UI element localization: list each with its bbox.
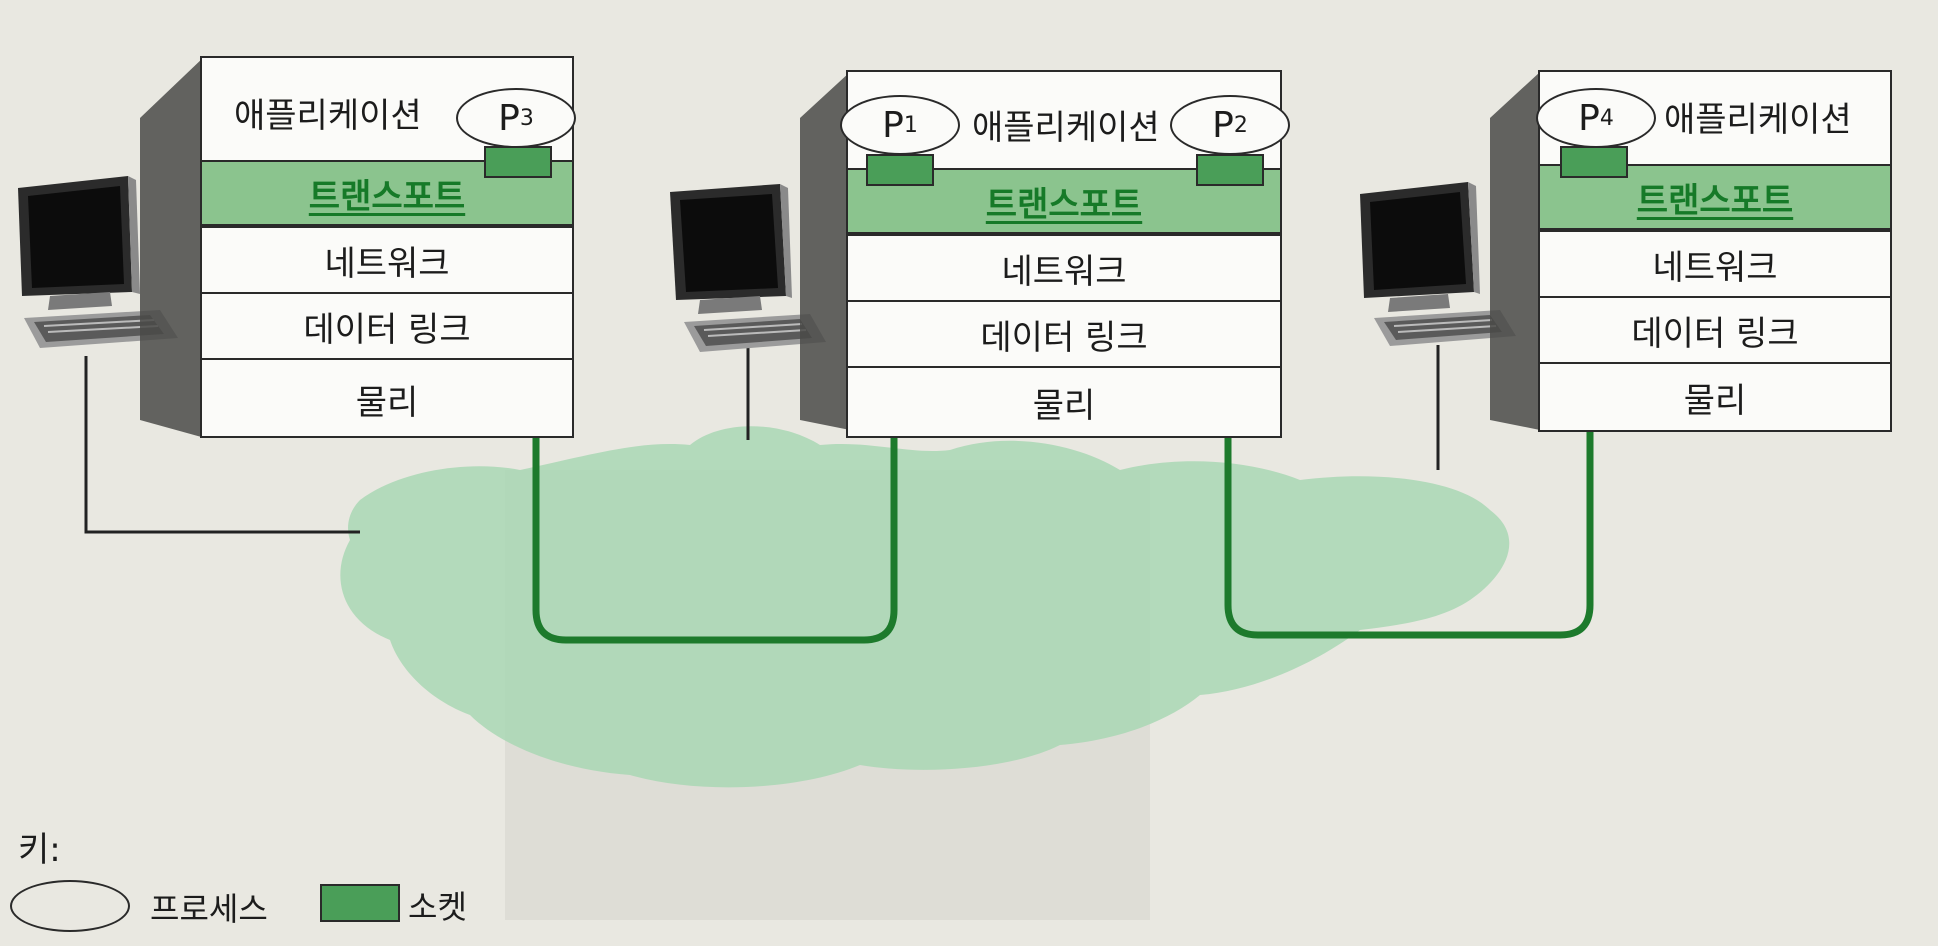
key-process-label: 프로세스 (150, 890, 268, 928)
key-socket-label: 소켓 (408, 888, 467, 926)
socket-p1 (866, 154, 934, 186)
stack-side-3 (1490, 72, 1540, 430)
network-layer: 네트워크 (202, 226, 572, 292)
network-cloud (340, 426, 1510, 788)
data-link-layer: 데이터 링크 (1540, 296, 1890, 362)
transport-layer: 트랜스포트 (202, 160, 572, 226)
physical-layer: 물리 (1540, 362, 1890, 430)
key-process-ellipse (10, 880, 130, 932)
computer-icon-2 (670, 184, 826, 352)
process-label: P (1212, 104, 1234, 146)
data-link-layer: 데이터 링크 (202, 292, 572, 358)
process-subscript: 1 (903, 112, 918, 138)
socket-p2 (1196, 154, 1264, 186)
network-layer: 네트워크 (1540, 230, 1890, 296)
process-subscript: 3 (519, 105, 534, 131)
key-socket-swatch (320, 884, 400, 922)
physical-layer: 물리 (202, 358, 572, 438)
application-layer-label: 애플리케이션 (972, 108, 1160, 148)
application-layer-label: 애플리케이션 (1664, 100, 1852, 140)
process-label: P (1578, 97, 1600, 139)
process-subscript: 4 (1599, 105, 1614, 131)
computer-icon-3 (1360, 182, 1516, 346)
process-label: P (498, 97, 520, 139)
transport-layer: 트랜스포트 (1540, 164, 1890, 230)
path-p2-p4 (1224, 160, 1594, 639)
wire-host-1 (84, 356, 360, 534)
path-p3-p1 (532, 160, 898, 644)
application-layer-label: 애플리케이션 (234, 96, 422, 136)
socket-p3 (484, 146, 552, 178)
key-title: 키: (18, 830, 61, 870)
network-layer: 네트워크 (848, 234, 1280, 300)
socket-p4 (1560, 146, 1628, 178)
computer-icon-1 (18, 176, 178, 348)
process-label: P (882, 104, 904, 146)
process-subscript: 2 (1233, 112, 1248, 138)
stack-side-2 (800, 72, 850, 430)
stack-side-1 (140, 56, 205, 438)
data-link-layer: 데이터 링크 (848, 300, 1280, 366)
physical-layer: 물리 (848, 366, 1280, 436)
